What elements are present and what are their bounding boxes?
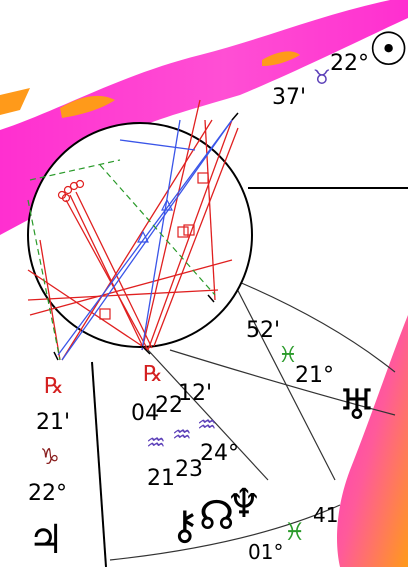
aquarius-icon: ♒ bbox=[172, 423, 192, 448]
aspect-lines-green bbox=[27, 159, 216, 361]
aspect-lines-blue bbox=[57, 119, 233, 361]
column-degree-2: 23 bbox=[175, 457, 203, 482]
uranus-icon: ♅ bbox=[338, 380, 376, 429]
aspect-marker-square bbox=[177, 226, 189, 238]
aspect-marker-triangle bbox=[161, 198, 173, 211]
column-degree-1: 21 bbox=[147, 466, 175, 491]
top-band-orange-patch-2 bbox=[0, 88, 30, 115]
top-band-orange-patch-3 bbox=[262, 51, 300, 66]
taurus-icon: ♉ bbox=[313, 65, 331, 89]
outer-ring-arc bbox=[231, 278, 396, 373]
capricorn-icon: ♑ bbox=[40, 445, 60, 470]
aspect-lines-red bbox=[27, 99, 239, 361]
jupiter-icon: ♃ bbox=[28, 517, 64, 563]
house-cusp-line-diagonal-2 bbox=[231, 278, 336, 481]
aspect-marker-square bbox=[99, 308, 111, 320]
sun-degree: 22° bbox=[330, 51, 369, 76]
jupiter-degree: 22° bbox=[28, 481, 67, 506]
column-minute-3: 12' bbox=[178, 381, 213, 406]
column-minute-2: 22 bbox=[155, 393, 183, 418]
house-cusp-line-diagonal bbox=[147, 349, 269, 481]
bottom-right-color-band bbox=[337, 315, 408, 567]
aspect-marker-cluster bbox=[63, 185, 73, 195]
lower-ring-arc bbox=[109, 504, 341, 561]
north-node-icon: ☊ bbox=[199, 493, 235, 539]
neptune-icon: ♆ bbox=[226, 481, 262, 527]
aquarius-icon: ♒ bbox=[146, 431, 166, 456]
house-cusp-line-lower bbox=[91, 361, 107, 567]
jupiter-minute: 21' bbox=[36, 410, 71, 435]
top-band-orange-patch bbox=[60, 95, 115, 118]
aspect-markers bbox=[57, 172, 209, 320]
aspect-marker-square bbox=[183, 224, 195, 236]
retrograde-icon: ℞ bbox=[44, 374, 64, 399]
circle-ticks bbox=[53, 112, 239, 361]
bottom-partial-minute: 41 bbox=[313, 503, 339, 527]
pisces-icon: ♓ bbox=[278, 343, 298, 368]
sun-minute: 37' bbox=[272, 85, 307, 110]
chiron-icon: ⚷ bbox=[170, 503, 200, 549]
uranus-minute: 52' bbox=[246, 318, 281, 343]
aspect-marker-cluster bbox=[75, 179, 85, 189]
top-color-band bbox=[0, 0, 408, 235]
bottom-partial-degree: 01° bbox=[248, 540, 284, 564]
uranus-degree: 21° bbox=[295, 363, 334, 388]
middle-ring-arc bbox=[169, 349, 396, 416]
aspect-marker-square bbox=[197, 172, 209, 184]
column-degree-3: 24° bbox=[200, 441, 239, 466]
retrograde-icon: ℞ bbox=[143, 362, 163, 387]
aquarius-icon: ♒ bbox=[197, 413, 217, 438]
pisces-icon: ♓ bbox=[284, 518, 306, 546]
column-minute-1: 04 bbox=[131, 401, 159, 426]
aspect-marker-cluster bbox=[61, 193, 71, 203]
sun-icon: ☉ bbox=[368, 22, 408, 76]
aspect-marker-triangle bbox=[137, 230, 149, 243]
